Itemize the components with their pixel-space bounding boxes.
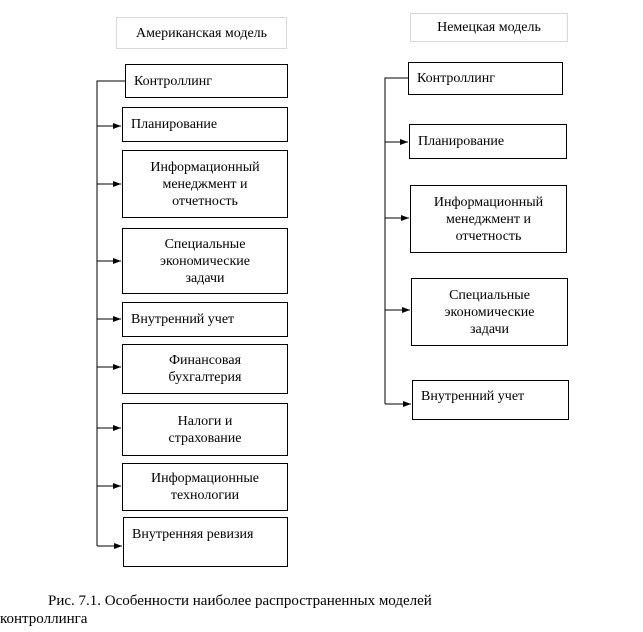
german-model-title: Немецкая модель [410, 13, 568, 42]
german-root-box: Контроллинг [408, 62, 563, 95]
figure-caption-line2: контроллинга [0, 611, 88, 627]
american-root-box: Контроллинг [125, 64, 288, 98]
figure-caption-line1: Рис. 7.1. Особенности наиболее распростр… [48, 593, 432, 609]
german-item-box: Внутренний учет [412, 380, 569, 420]
american-item-box: Информационные технологии [122, 463, 288, 511]
american-trunk-line [96, 80, 125, 546]
german-item-box: Специальные экономические задачи [411, 278, 568, 346]
american-item-box: Внутренняя ревизия [123, 517, 288, 567]
german-trunk-line [384, 77, 408, 404]
american-item-box: Финансовая бухгалтерия [122, 344, 288, 394]
american-item-box: Информационный менеджмент и отчетность [122, 150, 288, 218]
american-item-box: Внутренний учет [122, 302, 288, 337]
american-model-title: Американская модель [116, 17, 287, 49]
german-item-box: Информационный менеджмент и отчетность [410, 185, 567, 253]
american-item-box: Специальные экономические задачи [122, 228, 288, 294]
german-item-box: Планирование [409, 124, 567, 159]
american-item-box: Планирование [122, 107, 288, 142]
american-item-box: Налоги и страхование [122, 403, 288, 456]
